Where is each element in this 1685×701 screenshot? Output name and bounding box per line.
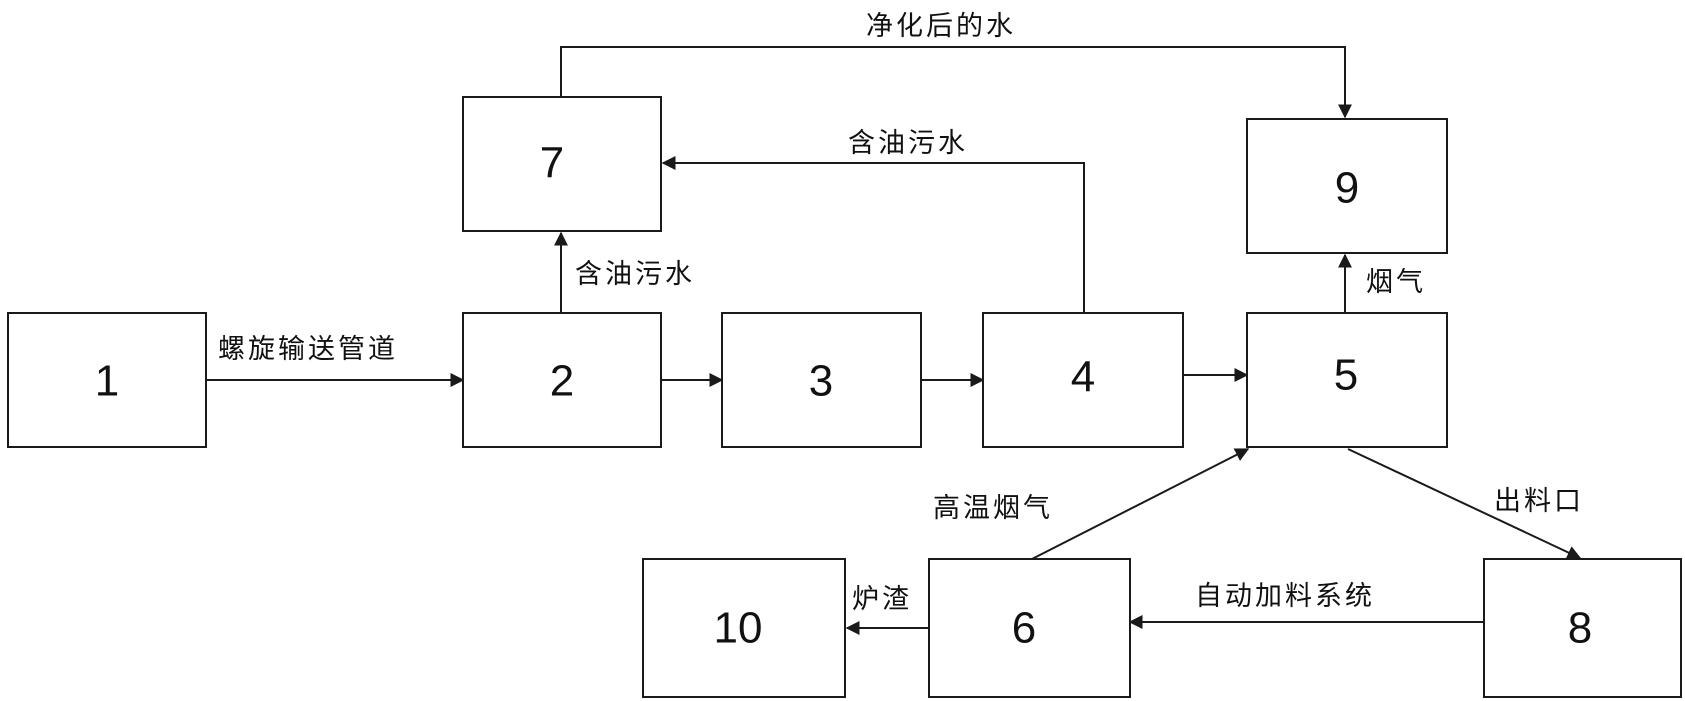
edge-5-to-8 (1347, 448, 1582, 559)
node-8: 8 (1483, 558, 1682, 698)
node-5: 5 (1246, 312, 1448, 448)
edge-label-7-to-9: 净化后的水 (866, 11, 1016, 42)
edge-label-1-to-2: 螺旋输送管道 (218, 334, 398, 365)
edge-4-to-7 (661, 156, 1085, 313)
edge-label-4-to-7: 含油污水 (848, 128, 968, 159)
edge-6-to-5 (1031, 448, 1250, 560)
node-8-label: 8 (1568, 604, 1592, 653)
edge-label-2-to-7: 含油污水 (575, 259, 695, 290)
node-3-label: 3 (809, 357, 833, 406)
node-4-label: 4 (1071, 353, 1095, 402)
edge-7-to-9 (560, 46, 1352, 119)
node-7-label: 7 (540, 139, 564, 188)
edge-label-6-to-10: 炉渣 (852, 584, 912, 615)
node-5-label: 5 (1334, 351, 1358, 400)
edge-label-8-to-6: 自动加料系统 (1195, 581, 1375, 612)
node-2: 2 (462, 312, 662, 448)
edge-label-6-to-5: 高温烟气 (933, 493, 1053, 524)
node-3: 3 (721, 312, 922, 448)
node-1: 1 (7, 312, 207, 448)
node-9-label: 9 (1335, 164, 1359, 213)
edge-label-5-to-9: 烟气 (1366, 267, 1426, 298)
edges: 螺旋输送管道 含油污水 含油污水 净化后的水 烟气 出料口 自动加料系统 高温烟… (206, 11, 1584, 635)
node-9: 9 (1246, 118, 1448, 254)
node-10: 10 (642, 558, 846, 698)
node-10-label: 10 (714, 604, 763, 653)
node-1-label: 1 (95, 357, 119, 406)
node-4: 4 (982, 312, 1184, 448)
node-6-label: 6 (1012, 604, 1036, 653)
edge-label-5-to-8: 出料口 (1494, 486, 1584, 517)
node-2-label: 2 (550, 357, 574, 406)
node-6: 6 (928, 558, 1131, 698)
nodes: 1 2 3 4 5 6 7 8 (7, 96, 1682, 698)
node-7: 7 (462, 96, 662, 232)
